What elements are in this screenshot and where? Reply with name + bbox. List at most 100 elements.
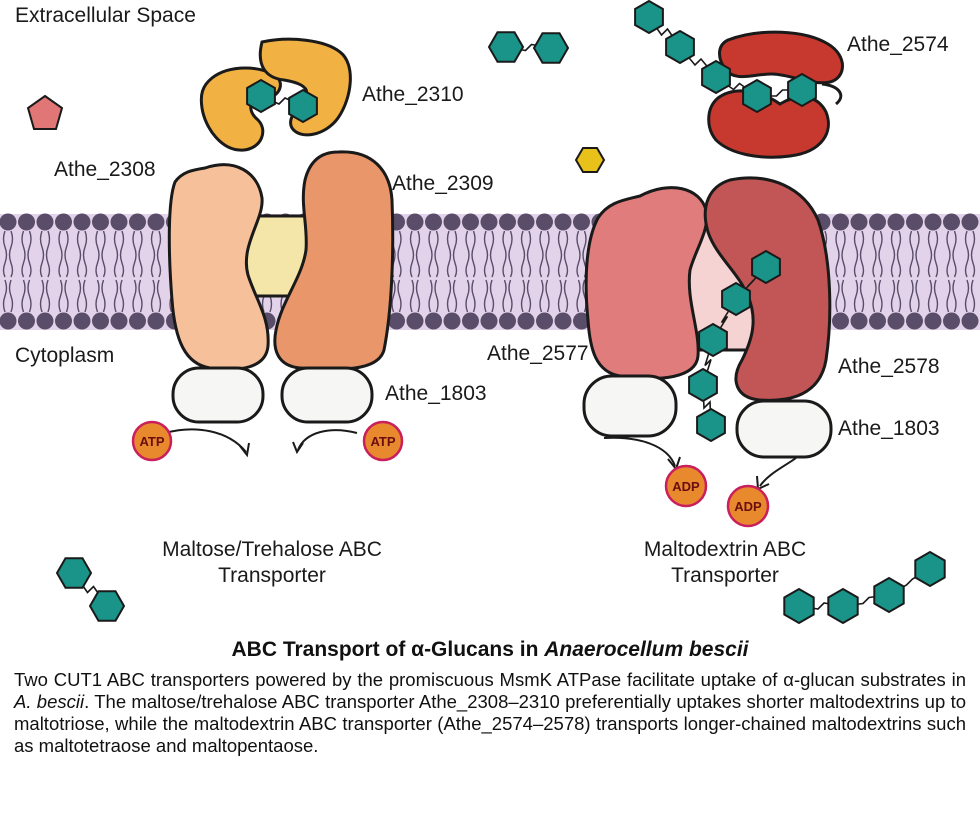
glucose-icon xyxy=(55,557,93,589)
yellow-hexose-icon xyxy=(574,147,606,173)
glucose-icon xyxy=(698,322,728,358)
lipid-head xyxy=(536,213,553,231)
lipid-head xyxy=(425,312,442,330)
lipid-tail xyxy=(45,279,51,313)
lipid-tail xyxy=(933,279,939,313)
glucose-icon xyxy=(827,587,859,625)
lipid-tail xyxy=(446,279,452,313)
lipid-head xyxy=(536,312,553,330)
adp-release-arrow-left xyxy=(603,436,676,467)
lipid-head xyxy=(443,213,461,231)
lipid-tail xyxy=(576,230,581,278)
lipid-tail xyxy=(909,230,914,278)
lipid-tail xyxy=(970,230,976,278)
glucose-icon xyxy=(742,78,772,114)
cytoplasm-label: Cytoplasm xyxy=(15,344,114,367)
athe-1803-nbd-left-b xyxy=(280,366,374,424)
lipid-tail xyxy=(428,230,433,278)
lipid-tail xyxy=(428,279,433,313)
atp-badge-left: ATP xyxy=(131,420,173,462)
lipid-tail xyxy=(915,230,920,278)
glucose-icon xyxy=(665,29,695,65)
glucose-icon xyxy=(688,367,718,403)
athe-2308-subunit xyxy=(167,163,270,371)
lipid-tail xyxy=(64,279,69,313)
glucose-icon xyxy=(246,78,276,114)
lipid-tail xyxy=(520,230,526,278)
glucose-icon xyxy=(873,576,905,614)
lipid-head xyxy=(406,312,424,330)
lipid-tail xyxy=(132,279,137,313)
lipid-tail xyxy=(58,279,63,313)
lipid-head xyxy=(73,312,91,330)
lipid-head xyxy=(18,312,35,330)
lipid-tail xyxy=(8,279,14,313)
cell-membrane xyxy=(0,213,980,330)
lipid-tail xyxy=(27,230,32,278)
lipid-tail xyxy=(397,230,402,278)
lipid-head xyxy=(129,213,146,231)
athe-2578-label: Athe_2578 xyxy=(838,355,940,378)
lipid-head xyxy=(554,312,572,330)
lipid-tail xyxy=(878,230,883,278)
lipid-tail xyxy=(391,279,396,313)
lipid-head xyxy=(388,312,405,330)
lipid-tail xyxy=(952,230,957,278)
sbp-lobe-upper xyxy=(718,30,844,85)
lipid-tail xyxy=(853,279,859,313)
arrowhead xyxy=(239,442,250,458)
lipid-tail xyxy=(835,279,840,313)
lipid-tail xyxy=(132,230,137,278)
lipid-tail xyxy=(890,230,896,278)
lipid-tail xyxy=(526,230,532,278)
lipid-tail xyxy=(434,279,439,313)
description-part2: . The maltose/trehalose ABC transporter … xyxy=(14,691,967,756)
lipid-tail xyxy=(872,279,877,313)
lipid-head xyxy=(55,213,72,231)
lipid-head xyxy=(573,213,590,231)
athe-1803-left-label: Athe_1803 xyxy=(385,382,487,405)
lipid-head xyxy=(924,312,942,330)
athe-2308-label: Athe_2308 xyxy=(54,158,156,181)
athe-2574-binding-protein xyxy=(707,30,844,159)
lipid-tail xyxy=(502,230,507,278)
lipid-tail xyxy=(539,230,544,278)
lipid-head xyxy=(147,312,165,330)
lipid-head xyxy=(480,312,498,330)
lipid-tail xyxy=(952,279,957,313)
lipid-head xyxy=(924,213,942,231)
figure-description: Two CUT1 ABC transporters powered by the… xyxy=(14,669,966,757)
lipid-head xyxy=(36,312,54,330)
lipid-tail xyxy=(890,279,896,313)
lipid-tail xyxy=(415,230,421,278)
lipid-tail xyxy=(465,279,470,313)
lipid-head xyxy=(443,312,461,330)
lipid-tail xyxy=(915,279,920,313)
lipid-tail xyxy=(909,279,914,313)
athe-1803-right-label: Athe_1803 xyxy=(838,417,940,440)
lipid-head xyxy=(850,312,868,330)
lipid-tail xyxy=(526,279,532,313)
lipid-tail xyxy=(557,230,563,278)
lipid-head xyxy=(517,213,535,231)
extracellular-space-label: Extracellular Space xyxy=(15,4,196,27)
athe-2309-subunit xyxy=(273,150,395,371)
atp-badge-right: ATP xyxy=(362,420,404,462)
lipid-tail xyxy=(508,230,513,278)
lipid-tail xyxy=(150,230,156,278)
glucose-icon xyxy=(701,59,731,95)
lipid-tail xyxy=(2,230,8,278)
lipid-tail xyxy=(76,279,82,313)
lipid-tail xyxy=(841,279,846,313)
lipid-tail xyxy=(859,279,865,313)
lipid-head xyxy=(147,213,165,231)
lipid-tail xyxy=(970,279,976,313)
lipid-head xyxy=(462,213,479,231)
athe-2577-label: Athe_2577 xyxy=(487,342,589,365)
pentagon-sugar-icon xyxy=(26,94,64,130)
athe-2309-label: Athe_2309 xyxy=(392,172,494,195)
lipid-tail xyxy=(946,230,951,278)
lipid-tail xyxy=(409,279,415,313)
lipid-head xyxy=(462,312,479,330)
lipid-tail xyxy=(576,279,581,313)
